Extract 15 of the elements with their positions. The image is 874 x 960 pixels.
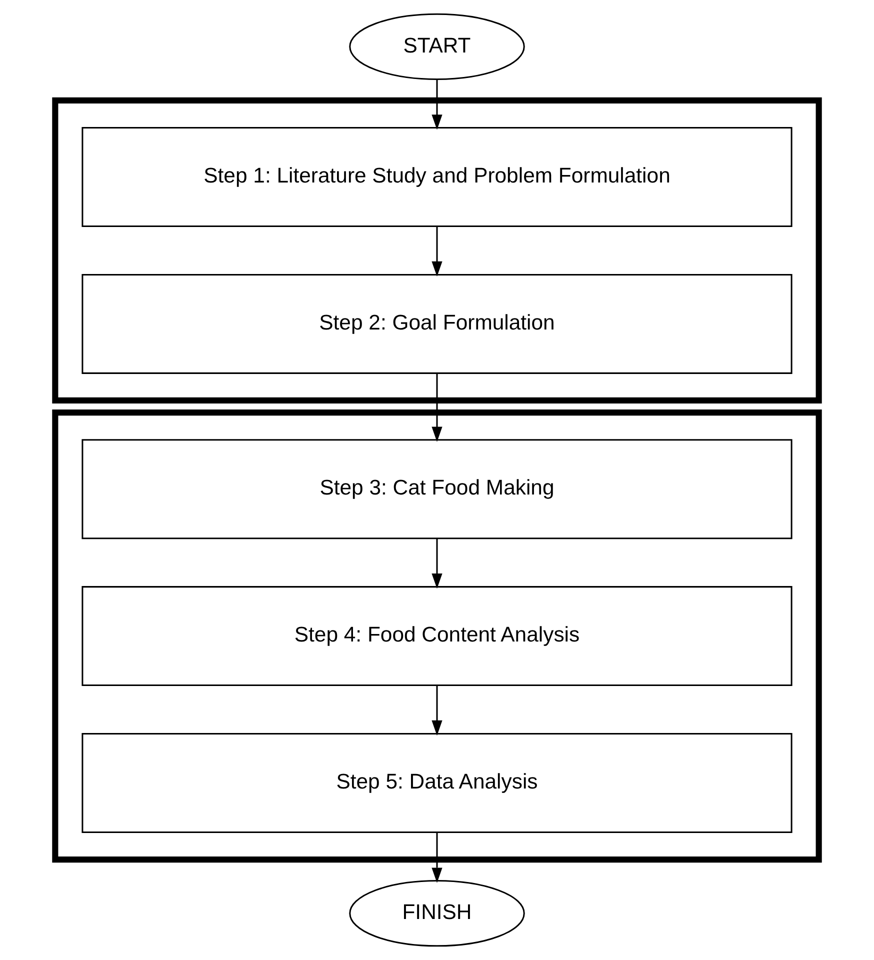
arrow: [432, 832, 442, 883]
arrow: [432, 226, 442, 276]
arrow: [432, 373, 442, 442]
node-box: Step 3: Cat Food Making: [82, 439, 792, 540]
node-ellipse: START: [349, 13, 525, 80]
node-box: Step 2: Goal Formulation: [82, 274, 792, 374]
cluster: [52, 410, 822, 863]
arrow: [432, 80, 442, 130]
node-ellipse: FINISH: [349, 880, 525, 947]
arrow: [432, 538, 442, 589]
node-box: Step 4: Food Content Analysis: [82, 586, 792, 686]
arrow: [432, 686, 442, 736]
cluster: [52, 97, 822, 404]
node-box: Step 1: Literature Study and Problem Formulation: [82, 126, 792, 227]
node-box: Step 5: Data Analysis: [82, 733, 792, 834]
